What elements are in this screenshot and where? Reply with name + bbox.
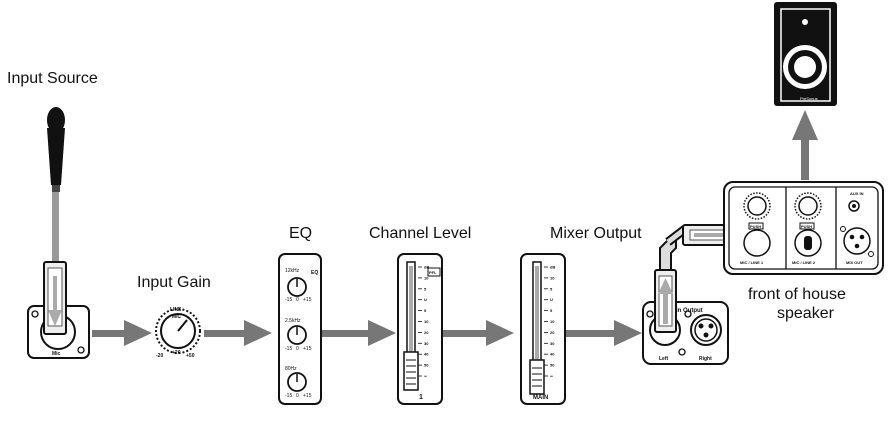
eq-high-zero: 0 [296, 297, 299, 303]
flow-arrow-speaker-to-monitor [792, 110, 818, 180]
speaker-cabinet-icon: PreSonus [774, 2, 837, 106]
eq-low-max: +15 [303, 393, 312, 399]
fader-scale-label: 5 [424, 286, 427, 291]
mixer-output-label: Mixer Output [550, 225, 642, 242]
output-left-label: Left [659, 356, 669, 362]
gain-line-text: LINE [170, 307, 182, 313]
fader-scale-label: 50 [424, 363, 429, 368]
fader-scale-label: 5 [424, 308, 427, 313]
fader-scale-label: 40 [424, 352, 429, 357]
fader-scale-label: 20 [550, 330, 555, 335]
eq-high-max: +15 [303, 297, 312, 303]
fader-scale-label: 10 [424, 319, 429, 324]
pfl-button: PFL [429, 270, 437, 275]
speaker-label: speaker [777, 305, 834, 322]
xlr-plug-mic [43, 261, 67, 335]
input-gain-knob: LINE MIC -20 +20 +50 [155, 307, 201, 359]
main-label: MAIN [533, 395, 548, 401]
gain-mic-text: MIC [172, 314, 182, 320]
xlr-plug-output [654, 239, 677, 333]
front-of-house-label: front of house [748, 286, 846, 303]
fader-scale-label: 30 [550, 341, 555, 346]
fader-scale-label: dB [550, 265, 555, 270]
flow-arrow-mic-to-gain [92, 320, 152, 346]
fader-scale-label: 10 [424, 275, 429, 280]
fader-scale-label: 20 [424, 330, 429, 335]
fader-scale-label: 5 [550, 308, 553, 313]
fader-scale-label: U [424, 297, 427, 302]
eq-mid-zero: 0 [296, 346, 299, 352]
fader-scale-label: 40 [550, 352, 555, 357]
channel-level-label: Channel Level [369, 225, 472, 242]
speaker-brand: PreSonus [800, 96, 818, 101]
mic-line-2-label: MIC / LINE 2 [792, 260, 816, 265]
eq-strip: EQ 12kHz -15 0 +15 2.5kHz -15 0 +15 80Hz… [278, 253, 322, 405]
flow-arrow-gain-to-eq [204, 320, 272, 346]
gain-mid-text: +20 [172, 350, 181, 356]
speaker-rear-panel: PUSH PUSH AUX IN MIC / LINE 1 MIC / LINE… [723, 181, 884, 275]
eq-mid-label: 2.5kHz [285, 318, 301, 324]
mix-out-label: MIX OUT [846, 260, 863, 265]
mic-cable [52, 192, 59, 262]
eq-high-label: 12kHz [285, 268, 300, 274]
input-gain-label: Input Gain [137, 274, 211, 291]
eq-high-min: -15 [285, 297, 292, 303]
mic-line-1-label: MIC / LINE 1 [740, 260, 764, 265]
output-right-label: Right [699, 356, 712, 362]
eq-mid-max: +15 [303, 346, 312, 352]
flow-arrow-main-to-output [566, 320, 642, 346]
microphone-icon [47, 107, 65, 192]
eq-label: EQ [289, 225, 313, 242]
push-label-1: PUSH [750, 224, 761, 229]
flow-arrow-channel-to-main [436, 320, 514, 346]
eq-low-zero: 0 [296, 393, 299, 399]
fader-scale-label: ∞ [550, 374, 553, 379]
fader-scale-label: dB [424, 265, 429, 270]
fader-scale-label: 50 [550, 363, 555, 368]
mic-jack-label: Mic [52, 351, 61, 357]
fader-scale-label: 5 [550, 286, 553, 291]
fader-scale-label: 10 [550, 275, 555, 280]
push-label-2: PUSH [801, 224, 812, 229]
fader-scale-label: 30 [424, 341, 429, 346]
eq-low-min: -15 [285, 393, 292, 399]
input-source-label: Input Source [7, 70, 98, 87]
eq-mid-min: -15 [285, 346, 292, 352]
fader-scale-label: ∞ [424, 374, 427, 379]
channel-number: 1 [419, 394, 423, 401]
flow-arrow-eq-to-channel [322, 320, 396, 346]
eq-low-label: 80Hz [285, 366, 297, 372]
aux-in-label: AUX IN [850, 191, 864, 196]
eq-strip-title: EQ [311, 270, 318, 276]
fader-scale-label: 10 [550, 319, 555, 324]
gain-max-text: +50 [186, 353, 195, 359]
fader-scale-label: U [550, 297, 553, 302]
gain-min-text: -20 [156, 353, 163, 359]
